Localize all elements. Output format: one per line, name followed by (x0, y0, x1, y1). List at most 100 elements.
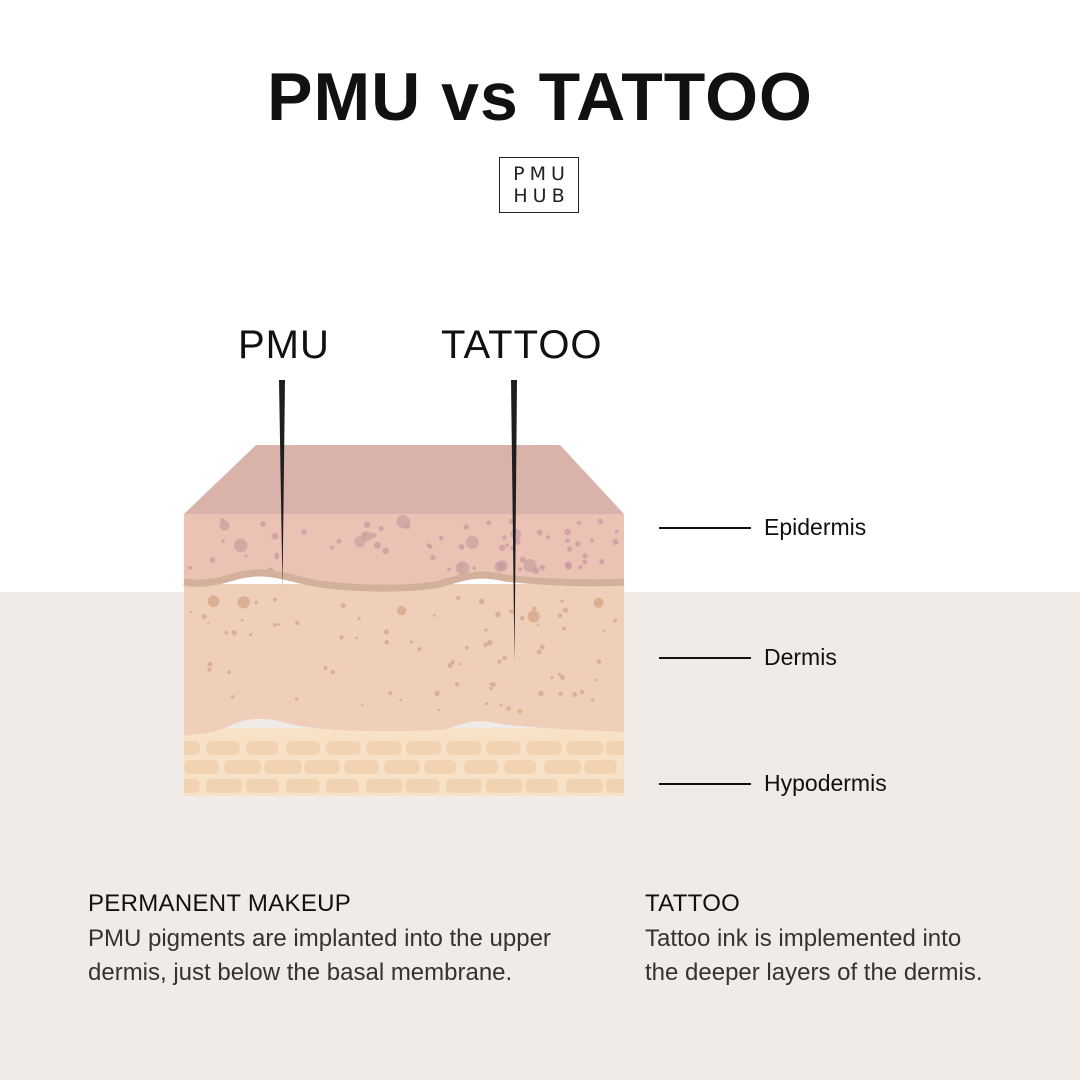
dermis-cell (450, 660, 455, 665)
epidermis-cell (438, 535, 444, 541)
pmu-needle (279, 380, 285, 588)
dermis-cell (594, 678, 597, 682)
fat-cell (424, 760, 457, 774)
dermis-cell (207, 661, 213, 667)
dermis-cell (559, 674, 566, 681)
epidermis-cell (486, 520, 492, 526)
dermis-cell (455, 682, 460, 687)
dermis-cell (536, 623, 540, 626)
fat-cell (526, 779, 559, 793)
dermis-cell (272, 623, 277, 627)
fat-cell (606, 779, 624, 793)
epidermis-cell (582, 553, 588, 559)
tattoo-needle (511, 380, 517, 662)
epidermis-cell (219, 520, 230, 531)
dermis-cell (361, 703, 364, 707)
epidermis-cell (426, 543, 430, 547)
dermis-cell (557, 672, 561, 676)
dermis-cell (384, 629, 390, 635)
epidermis-cell (472, 566, 477, 570)
tattoo-description-heading: TATTOO (645, 890, 741, 917)
epidermis-cell (430, 554, 436, 561)
logo-line-2: HUB (513, 185, 570, 207)
dermis-cell (384, 639, 390, 645)
epidermis-cell (599, 559, 605, 565)
epidermis-cell (576, 520, 582, 526)
dermis-cell (207, 622, 210, 625)
dermis-cell (479, 598, 485, 605)
fat-cell (206, 741, 240, 755)
epidermis-cell (575, 541, 581, 547)
dermis-cell (340, 602, 346, 609)
fat-cell (184, 760, 219, 774)
fat-cell (486, 779, 523, 793)
dermis-cell (489, 687, 493, 691)
epidermis-cell (271, 532, 279, 540)
dermis-cell (497, 659, 502, 664)
fat-cell (486, 741, 521, 755)
dermis-cell (433, 614, 436, 617)
dermis-cell (447, 662, 453, 668)
dermis-cell (272, 597, 277, 602)
epidermis-cell (532, 567, 540, 575)
tattoo-description-line-1: Tattoo ink is implemented into (645, 925, 962, 952)
dermis-cell (562, 626, 566, 631)
epidermis-cell (336, 538, 342, 544)
tattoo-description-body: Tattoo ink is implemented into the deepe… (645, 922, 983, 990)
dermis-cell (560, 599, 564, 603)
dermis-cell (487, 639, 493, 646)
epidermis-cell (582, 559, 588, 565)
epidermis-cell (363, 521, 371, 528)
dermis-cell (409, 640, 414, 644)
dermis-cell (396, 605, 407, 616)
dermis-cell (240, 618, 244, 622)
dermis-cell (323, 665, 328, 671)
pmu-needle-label: PMU (238, 323, 330, 367)
dermis-cell (579, 689, 585, 695)
epidermis-cell (578, 565, 583, 570)
pmu-description-line-1: PMU pigments are implanted into the uppe… (88, 925, 551, 952)
dermis-cell (538, 690, 544, 697)
epidermis-cell (260, 521, 266, 527)
epidermis-cell (514, 538, 521, 545)
dermis-cell (254, 600, 259, 605)
epidermis-cell (564, 528, 571, 536)
dermis-cell (517, 709, 522, 714)
epidermis-cell (274, 552, 279, 558)
fat-cell (464, 760, 498, 774)
logo-line-1: PMU (513, 163, 570, 185)
dermis-cell (550, 676, 554, 680)
epidermis-cell (405, 523, 411, 530)
epidermis-cell (519, 556, 526, 563)
dermis-texture (189, 595, 618, 714)
dermis-cell (506, 706, 511, 711)
epidermis-cell (465, 535, 479, 549)
fat-cell (606, 741, 624, 755)
epidermis-cell (612, 539, 619, 545)
epidermis-cell (510, 528, 522, 540)
dermis-cell (485, 702, 488, 706)
dermis-cell (207, 667, 212, 672)
epidermis-cell (564, 561, 572, 569)
epidermis-cell (502, 535, 507, 540)
dermis-cell (502, 655, 507, 661)
fat-cell (406, 779, 440, 793)
fat-cell (264, 760, 302, 774)
dermis-cell (484, 628, 488, 632)
dermis-cell (483, 642, 488, 648)
tattoo-description-line-2: the deeper layers of the dermis. (645, 959, 983, 986)
epidermis-texture (188, 514, 619, 575)
epidermis-pointer-line (659, 527, 751, 529)
dermis-cell (520, 616, 525, 621)
fat-cell (206, 779, 242, 793)
pmu-hub-logo: PMU HUB (499, 157, 579, 213)
fat-cell (526, 741, 562, 755)
epidermis-cell (614, 529, 619, 534)
fat-cell (446, 779, 482, 793)
fat-cell (566, 779, 603, 793)
dermis-cell (355, 636, 358, 640)
dermis-cell (224, 630, 229, 635)
fat-cell (504, 760, 537, 774)
epidermis-cell (188, 566, 192, 570)
